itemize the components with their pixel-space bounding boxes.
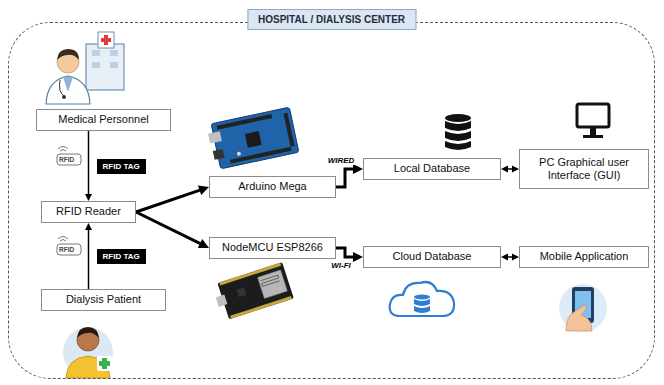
arduino-board	[206, 107, 299, 170]
connector	[501, 254, 519, 261]
box-text: PC Graphical user Interface (GUI)	[526, 156, 642, 182]
box-text: Medical Personnel	[58, 113, 149, 126]
process-box: Cloud Database	[363, 246, 501, 268]
hospital-region: HOSPITAL / DIALYSIS CENTERMedical Person…	[8, 22, 655, 379]
cloud-icon	[390, 282, 454, 316]
rfid-text: RFID	[59, 156, 74, 163]
database-icon	[445, 114, 471, 150]
process-box: PC Graphical user Interface (GUI)	[519, 149, 649, 189]
connector	[85, 131, 92, 201]
rfid-tag-label: RFID TAG	[97, 159, 146, 174]
link-label: WI-FI	[329, 261, 353, 270]
process-box: Medical Personnel	[36, 109, 171, 131]
connector	[136, 212, 209, 248]
box-text: NodeMCU ESP8266	[222, 241, 323, 254]
box-text: Cloud Database	[393, 250, 472, 263]
process-box: Arduino Mega	[209, 176, 336, 198]
connector	[85, 223, 92, 289]
monitor-icon	[577, 104, 609, 138]
patient-icon	[63, 327, 113, 378]
process-box: NodeMCU ESP8266	[209, 237, 336, 259]
process-box: Mobile Application	[519, 246, 649, 268]
phone-icon	[559, 284, 607, 332]
process-box: Local Database	[363, 158, 501, 180]
connector	[136, 186, 209, 212]
region-title: HOSPITAL / DIALYSIS CENTER	[247, 9, 416, 30]
box-text: Arduino Mega	[238, 180, 307, 193]
process-box: RFID Reader	[41, 201, 136, 223]
box-text: Mobile Application	[540, 250, 629, 263]
rfid-tag-label: RFID TAG	[97, 249, 146, 264]
link-label: WIRED	[326, 156, 357, 165]
box-text: RFID Reader	[56, 205, 121, 218]
doctor-icon	[46, 32, 124, 104]
box-text: Dialysis Patient	[66, 293, 141, 306]
connector	[336, 248, 363, 262]
process-box: Dialysis Patient	[41, 289, 166, 311]
rfid-text: RFID	[59, 246, 74, 253]
connector	[501, 166, 519, 173]
connector	[336, 164, 363, 187]
box-text: Local Database	[394, 162, 470, 175]
nodemcu-board	[212, 262, 294, 321]
